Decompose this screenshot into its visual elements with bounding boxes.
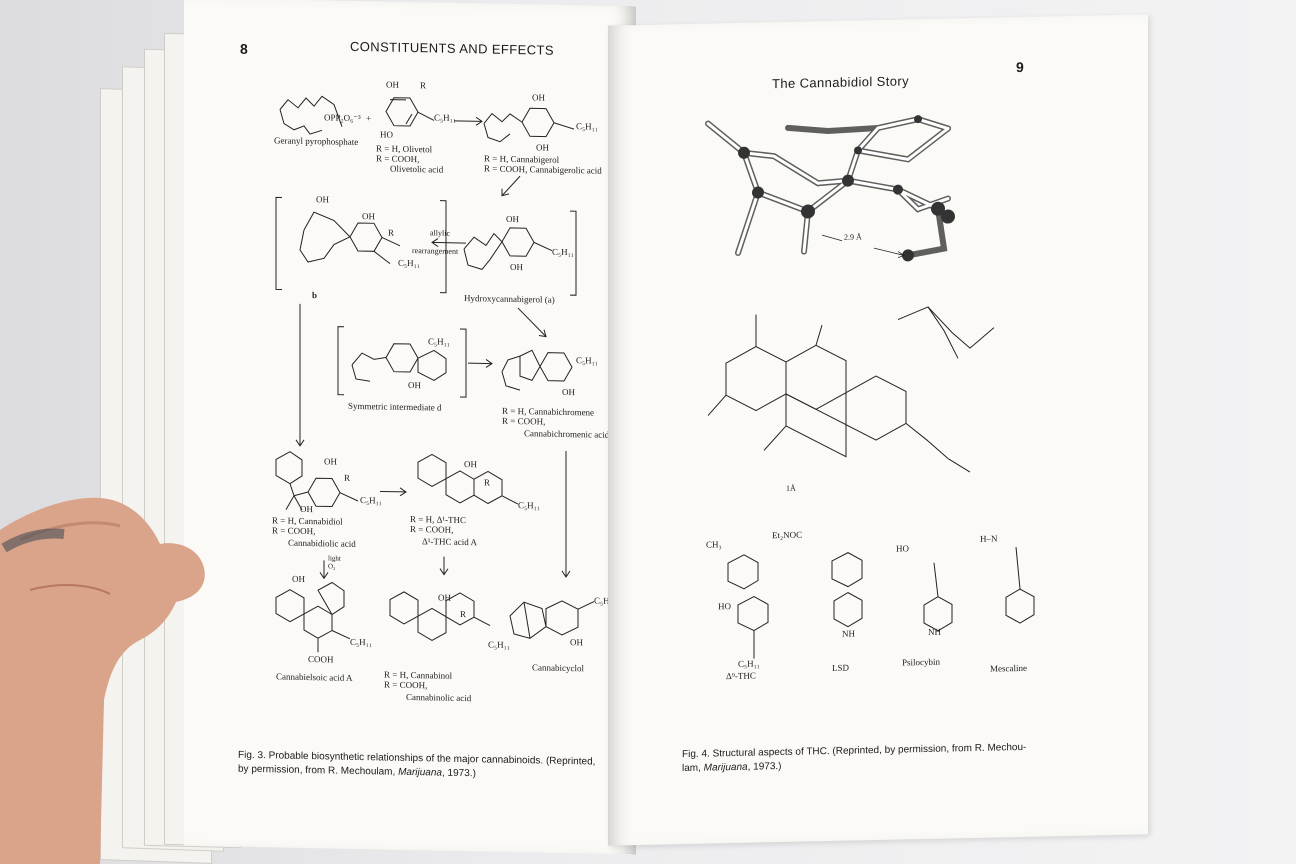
label-opp: OPP₂O₆⁻³ <box>324 112 361 124</box>
label-ho: HO <box>380 129 393 140</box>
label-c5h11: C₅H₁₁ <box>428 336 450 347</box>
label-olivetolic-acid: Olivetolic acid <box>390 163 444 175</box>
label-oh: OH <box>532 92 545 103</box>
caption-line: Fig. 4. Structural aspects of THC. (Repr… <box>682 741 1027 761</box>
label-light: light <box>328 554 341 563</box>
label-hydroxycannabigerol: Hydroxycannabigerol (a) <box>464 293 555 305</box>
caption-title: Marijuana <box>703 761 748 774</box>
label-et2noc: Et₂NOC <box>772 529 803 541</box>
label-c5h11: C₅H₁₁ <box>350 636 372 648</box>
caption-title: Marijuana <box>398 766 442 779</box>
label-geranyl: Geranyl pyrophosphate <box>274 135 359 148</box>
label-cannabicyclol: Cannabicyclol <box>532 662 584 674</box>
label-oh: OH <box>324 456 337 467</box>
biosynthesis-diagram <box>275 95 595 653</box>
caption-line: by permission, from R. Mechoulam, <box>238 763 399 778</box>
label-olivetol: R = COOH, <box>376 153 420 165</box>
figure-caption: Fig. 3. Probable biosynthetic relationsh… <box>238 749 638 785</box>
figure-caption: Fig. 4. Structural aspects of THC. (Repr… <box>682 740 1092 777</box>
label-ch3: CH₃ <box>706 539 722 550</box>
label-r: R <box>388 227 395 238</box>
label-c5h11: C₅H₁₁ <box>518 500 540 511</box>
label-nh: NH <box>842 628 855 639</box>
thc-ball-and-stick-model <box>705 115 1035 659</box>
label-c5h11: C₅H₁₁ <box>576 355 598 366</box>
label-r: R <box>344 472 351 483</box>
hand <box>0 497 205 864</box>
label-cooh: COOH <box>308 654 334 665</box>
label-r: R <box>484 477 491 488</box>
label-c5h11: C₅H₁₁ <box>360 495 382 506</box>
scale-label: 1Å <box>786 483 796 493</box>
label-oh: OH <box>562 386 575 398</box>
left-page: 8 CONSTITUENTS AND EFFECTS <box>184 0 638 855</box>
right-page: The Cannabidiol Story 9 <box>608 14 1148 846</box>
label-oh: OH <box>408 379 421 391</box>
label-ho: HO <box>718 601 731 612</box>
label-cannabinolic-acid: Cannabinolic acid <box>406 691 472 704</box>
label-oh: OH <box>570 637 583 648</box>
label-cannabidiolic-acid: Cannabidiolic acid <box>288 537 356 549</box>
label-cannabielsoic: Cannabielsoic acid A <box>276 671 353 683</box>
label-oh: OH <box>316 194 329 205</box>
molecule-name: LSD <box>832 662 850 673</box>
label-oh: OH <box>300 503 313 515</box>
molecule-name: Δ⁹-THC <box>726 670 756 682</box>
label-oh: OH <box>292 573 305 584</box>
caption-line: , 1973.) <box>441 767 476 780</box>
label-oh: OH <box>506 213 519 225</box>
label-symmetric: Symmetric intermediate d <box>348 400 442 413</box>
label-cannabichromene: R = COOH, <box>502 415 546 427</box>
label-b: b <box>312 290 318 301</box>
molecule-name: Mescaline <box>990 662 1027 674</box>
label-oh: OH <box>386 79 399 90</box>
label-c5h11: C₅H₁₁ <box>576 121 598 132</box>
label-cannabinol: R = COOH, <box>384 679 428 691</box>
distance-label: 2.9 Å <box>844 232 862 242</box>
label-allylic: allylic <box>430 228 450 238</box>
label-c5h11: C₅H₁₁ <box>552 246 574 258</box>
caption-line: , 1973.) <box>747 761 782 773</box>
label-r: R <box>460 608 467 620</box>
label-c5h11: C₅H₁₁ <box>488 639 510 650</box>
label-ho-p: HO <box>896 543 909 554</box>
label-oh: OH <box>362 211 375 222</box>
label-c5h11: C₅H₁₁ <box>398 257 420 269</box>
label-oh: OH <box>510 261 523 273</box>
label-c5h11: C₅H₁₁ <box>434 112 456 123</box>
label-oh: OH <box>536 142 549 153</box>
label-cannabidiol: R = COOH, <box>272 525 316 537</box>
label-cannabichromenic-acid: Cannabichromenic acid <box>524 428 610 440</box>
label-thc-acid: Δ¹-THC acid A <box>422 536 477 548</box>
label-oh: OH <box>438 592 451 603</box>
label-thc: R = COOH, <box>410 524 454 535</box>
label-r: R <box>420 80 427 91</box>
molecule-name: Psilocybin <box>902 656 941 668</box>
plus-sign: + <box>366 113 372 124</box>
label-nh: NH <box>928 626 941 637</box>
label-o2: O₂ <box>328 562 336 571</box>
label-oh: OH <box>464 459 477 470</box>
caption-line: lam, <box>682 762 704 775</box>
label-rearrangement: rearrangement <box>412 246 459 256</box>
label-c5h11: C₅H₁₁ <box>738 658 760 669</box>
label-hn: H–N <box>980 533 998 544</box>
